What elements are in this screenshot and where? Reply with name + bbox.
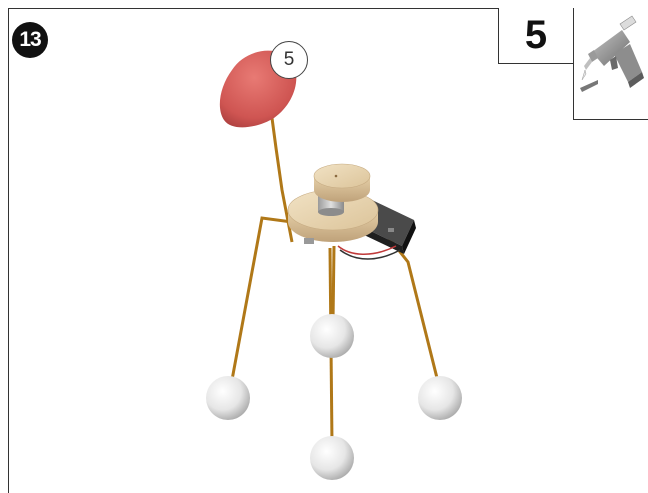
glue-quantity: 5 bbox=[498, 8, 574, 64]
leg-right-wire bbox=[376, 223, 440, 383]
black-wire bbox=[339, 249, 401, 260]
glue-point-callout: 5 bbox=[270, 41, 308, 79]
foot-ball-right bbox=[418, 376, 462, 420]
page-frame bbox=[8, 8, 648, 493]
neck-wire bbox=[270, 117, 294, 243]
foot-ball-middle bbox=[310, 314, 354, 358]
leg-middle-wire bbox=[331, 245, 336, 323]
step-number-badge: 13 bbox=[12, 22, 48, 58]
leg-left-wire bbox=[230, 216, 293, 381]
foot-ball-front bbox=[310, 436, 354, 480]
foot-ball-left bbox=[206, 376, 250, 420]
red-wire bbox=[337, 245, 397, 255]
tool-panel bbox=[573, 8, 648, 120]
top-wood-disk bbox=[313, 163, 371, 202]
glue-gun-icon bbox=[580, 15, 644, 92]
bolt bbox=[304, 238, 314, 244]
